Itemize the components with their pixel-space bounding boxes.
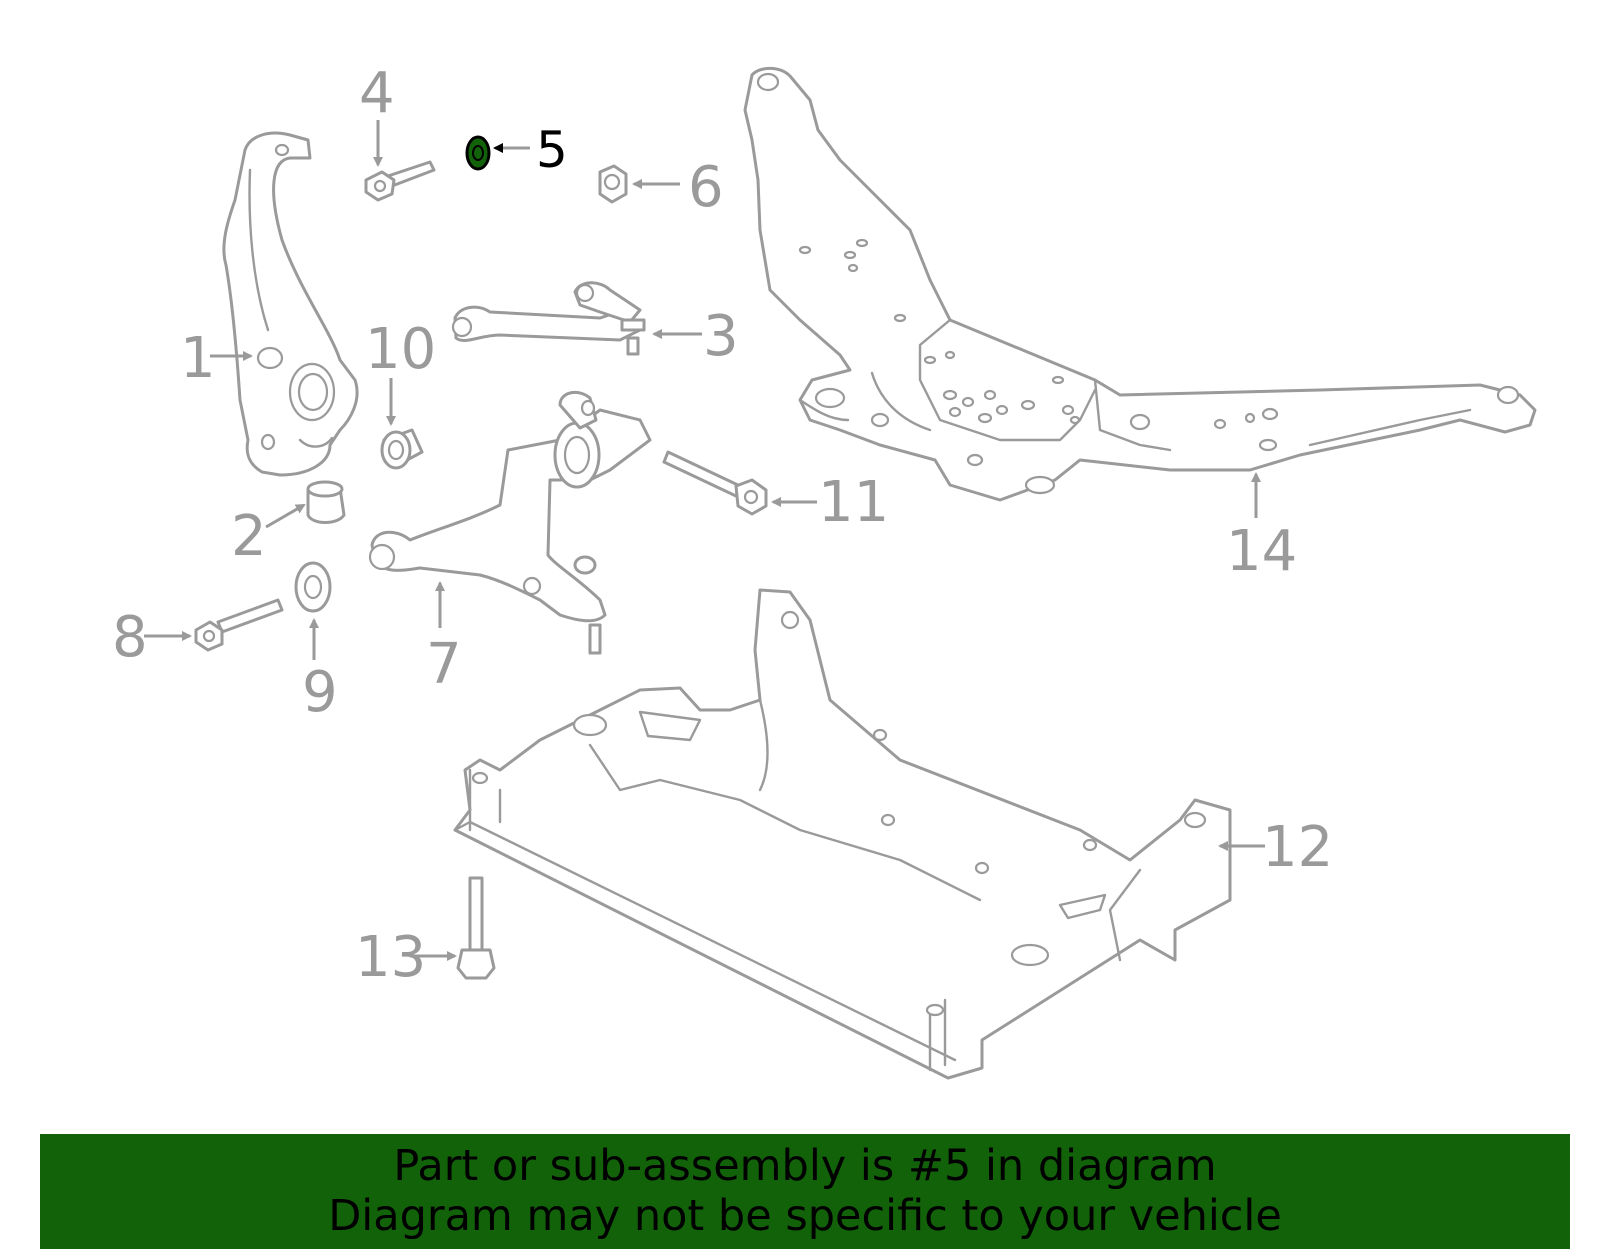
banner-line-1: Part or sub-assembly is #5 in diagram	[393, 1141, 1217, 1191]
part-6-nut[interactable]	[598, 164, 628, 204]
part-7-lower-arm[interactable]	[368, 390, 652, 655]
callout-1: 1	[180, 326, 216, 391]
part-5-highlighted-washer[interactable]	[465, 135, 491, 171]
callout-arrows	[144, 120, 1265, 961]
part-10-bushing[interactable]	[380, 428, 424, 470]
info-banner: Part or sub-assembly is #5 in diagram Di…	[40, 1134, 1570, 1249]
callout-5: 5	[536, 121, 568, 179]
banner-line-2: Diagram may not be specific to your vehi…	[328, 1191, 1282, 1241]
part-12-subframe[interactable]	[453, 588, 1232, 1080]
part-11-bolt[interactable]	[662, 450, 768, 516]
callout-11: 11	[818, 470, 889, 535]
part-13-bolt[interactable]	[456, 876, 496, 980]
part-2-bushing[interactable]	[306, 480, 346, 524]
part-9-washer[interactable]	[294, 561, 332, 613]
callout-labels: 1 2 3 4 5 6 7 8 9 10 11 12 13 14	[112, 61, 1333, 990]
callout-2: 2	[231, 504, 267, 569]
part-3-upper-arm[interactable]	[451, 281, 646, 356]
callout-9: 9	[302, 660, 338, 725]
part-4-bolt[interactable]	[364, 160, 436, 202]
callout-10: 10	[365, 317, 436, 382]
part-14-crossmember[interactable]	[743, 66, 1537, 502]
callout-12: 12	[1262, 815, 1333, 880]
callout-4: 4	[359, 61, 395, 126]
callout-7: 7	[426, 632, 462, 697]
callout-6: 6	[688, 155, 724, 220]
part-1-steering-knuckle[interactable]	[222, 131, 359, 477]
callout-13: 13	[355, 925, 426, 990]
part-8-bolt[interactable]	[194, 598, 284, 652]
callout-8: 8	[112, 605, 148, 670]
callout-3: 3	[703, 304, 739, 369]
callout-14: 14	[1226, 519, 1297, 584]
